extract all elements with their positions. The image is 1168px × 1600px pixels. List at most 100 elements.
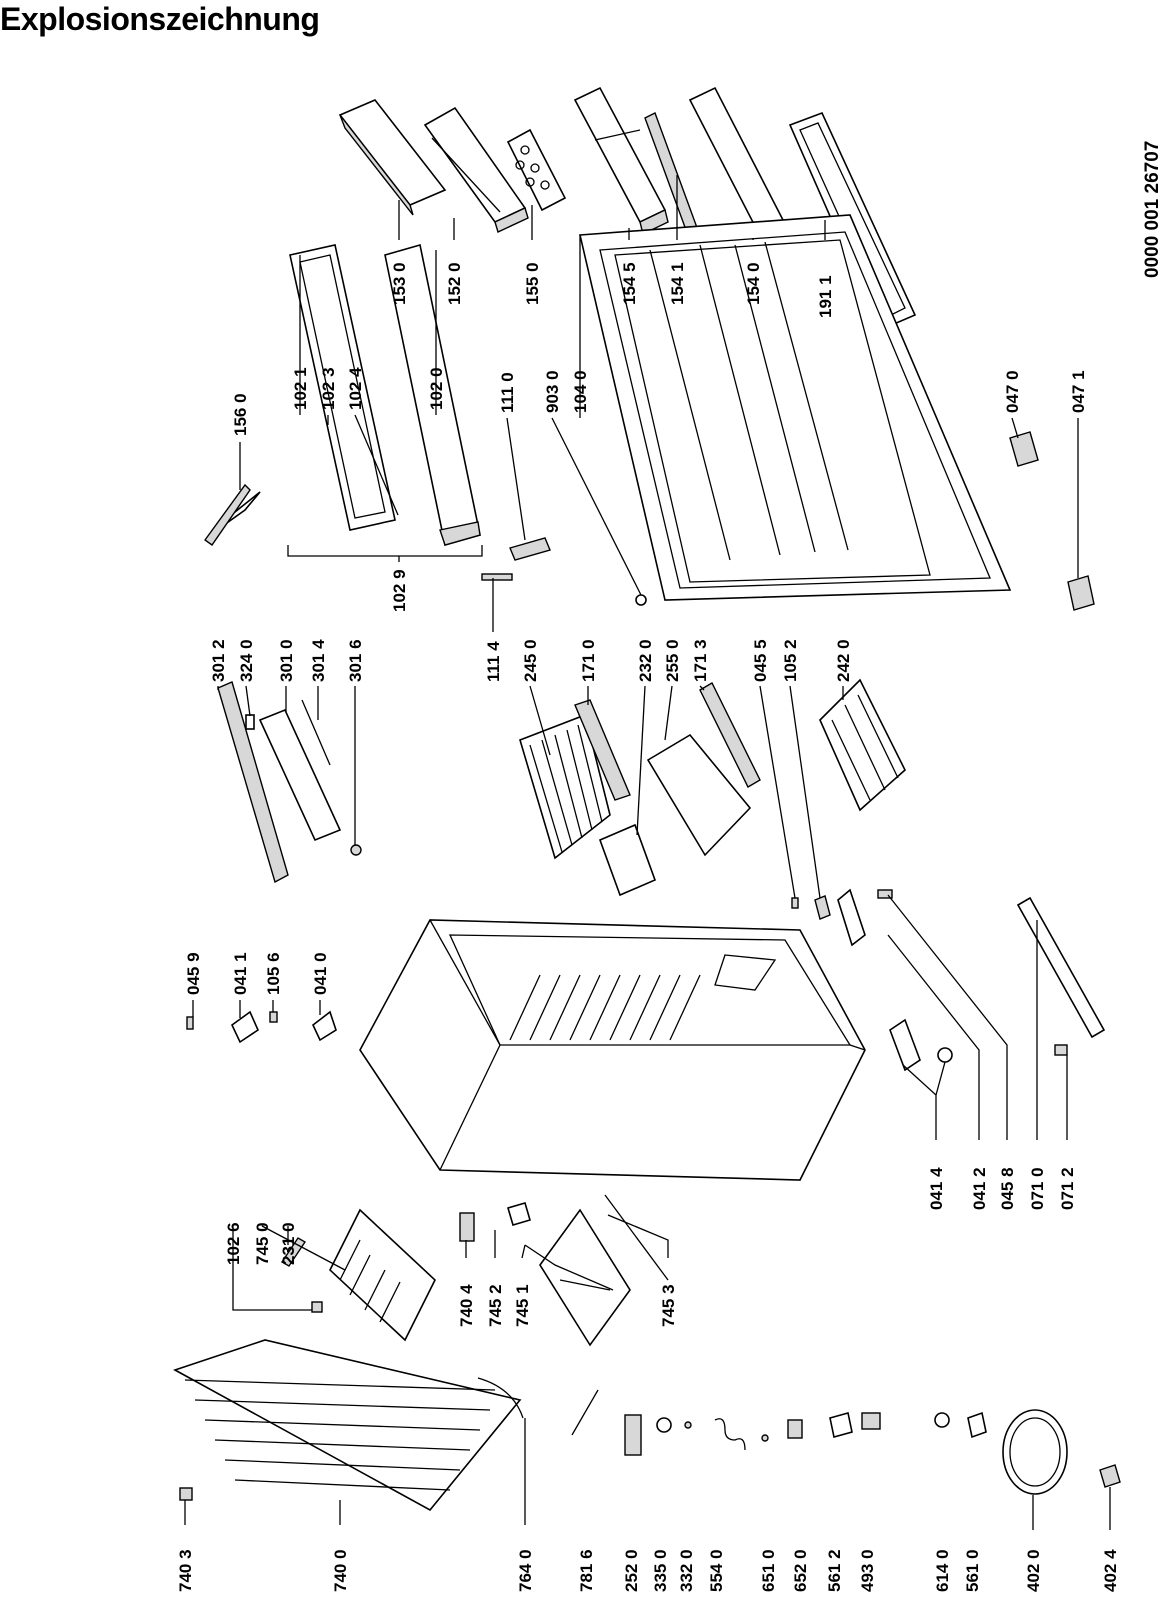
hinge-cover-047 <box>1009 431 1039 467</box>
egg-tray-155 <box>506 128 567 212</box>
part-561 <box>967 1411 987 1439</box>
label-047-1: 047 1 <box>1069 370 1088 413</box>
label-071-0: 071 0 <box>1028 1167 1047 1210</box>
cable-781-6 <box>571 1389 599 1436</box>
label-242-0: 242 0 <box>834 639 853 682</box>
label-155-0: 155 0 <box>523 262 542 305</box>
screw-903 <box>635 594 647 606</box>
label-554-0: 554 0 <box>707 1549 726 1592</box>
part-105-6 <box>269 1011 278 1023</box>
part-651 <box>761 1434 769 1442</box>
part-332 <box>684 1421 692 1429</box>
part-402-4 <box>1099 1464 1121 1488</box>
label-071-2: 071 2 <box>1058 1167 1077 1210</box>
label-651-0: 651 0 <box>759 1549 778 1592</box>
label-740-0: 740 0 <box>331 1549 350 1592</box>
crisper-232 <box>598 823 657 897</box>
label-154-0: 154 0 <box>744 262 763 305</box>
label-745-0: 745 0 <box>253 1222 272 1265</box>
label-324-0: 324 0 <box>237 639 256 682</box>
label-745-2: 745 2 <box>486 1284 505 1327</box>
clip-102-6 <box>311 1301 323 1313</box>
part-493 <box>861 1412 881 1430</box>
freezer-flap-102-1 <box>289 244 396 531</box>
door-shelf-152 <box>423 106 529 233</box>
door-shelf-153 <box>338 99 447 216</box>
part-745-2 <box>507 1202 531 1226</box>
label-232-0: 232 0 <box>636 639 655 682</box>
label-402-0: 402 0 <box>1024 1549 1043 1592</box>
label-171-3: 171 3 <box>691 639 710 682</box>
label-153-0: 153 0 <box>390 262 409 305</box>
label-614-0: 614 0 <box>933 1549 952 1592</box>
part-614 <box>934 1412 950 1428</box>
label-102-1: 102 1 <box>291 367 310 410</box>
rail-301-2 <box>217 681 289 884</box>
door-shelf-154-5 <box>573 86 669 236</box>
hinge-041-2 <box>837 888 866 947</box>
label-154-5: 154 5 <box>620 262 639 305</box>
label-045-8: 045 8 <box>998 1167 1017 1210</box>
label-301-2: 301 2 <box>209 639 228 682</box>
hinge-cover-047-1 <box>1067 575 1095 611</box>
label-332-0: 332 0 <box>677 1549 696 1592</box>
label-255-0: 255 0 <box>663 639 682 682</box>
evaporator-745 <box>329 1208 436 1342</box>
label-102-3: 102 3 <box>319 367 338 410</box>
part-labels: 153 0 152 0 155 0 154 5 154 1 154 0 191 … <box>176 141 1163 1592</box>
page-title: Explosionszeichnung <box>0 1 320 37</box>
label-047-0: 047 0 <box>1003 370 1022 413</box>
label-652-0: 652 0 <box>791 1549 810 1592</box>
label-745-3: 745 3 <box>659 1284 678 1327</box>
label-041-2: 041 2 <box>970 1167 989 1210</box>
label-041-0: 041 0 <box>311 952 330 995</box>
label-781-6: 781 6 <box>577 1549 596 1592</box>
label-740-4: 740 4 <box>457 1284 476 1327</box>
label-045-5: 045 5 <box>751 639 770 682</box>
clip-740-3 <box>179 1487 193 1501</box>
label-191-1: 191 1 <box>816 275 835 318</box>
label-105-6: 105 6 <box>264 952 283 995</box>
knob-301-6 <box>350 844 362 856</box>
label-102-6: 102 6 <box>224 1222 243 1265</box>
rod-111-4 <box>481 573 513 581</box>
label-561-0: 561 0 <box>963 1549 982 1592</box>
screw-045-9 <box>186 1016 194 1030</box>
label-152-0: 152 0 <box>445 262 464 305</box>
hinge-041-4 <box>889 1018 953 1072</box>
label-231-0: 231 0 <box>279 1222 298 1265</box>
label-301-4: 301 4 <box>309 639 328 682</box>
label-154-1: 154 1 <box>668 262 687 305</box>
label-301-6: 301 6 <box>346 639 365 682</box>
document-number: 0000 001 26707 <box>1142 141 1163 278</box>
label-111-0: 111 0 <box>498 372 517 413</box>
label-102-9: 102 9 <box>390 569 409 612</box>
rail-301 <box>258 708 342 842</box>
label-561-2: 561 2 <box>825 1549 844 1592</box>
freezer-basket-242 <box>819 678 906 812</box>
label-245-0: 245 0 <box>521 639 540 682</box>
leader-lines <box>184 175 1111 1530</box>
part-231 <box>281 1237 306 1267</box>
label-764-0: 764 0 <box>516 1549 535 1592</box>
label-156-0: 156 0 <box>231 393 250 436</box>
label-102-4: 102 4 <box>346 367 365 410</box>
clip-071-2 <box>1054 1044 1068 1056</box>
label-745-1: 745 1 <box>513 1284 532 1327</box>
label-111-4: 111 4 <box>484 641 503 682</box>
strip-745-3 <box>604 1194 669 1281</box>
kick-plate-071 <box>1016 896 1106 1039</box>
part-324 <box>245 714 255 730</box>
label-402-4: 402 4 <box>1101 1549 1120 1592</box>
part-105-2 <box>814 895 831 920</box>
label-102-0: 102 0 <box>427 367 446 410</box>
label-105-2: 105 2 <box>781 639 800 682</box>
label-252-0: 252 0 <box>622 1549 641 1592</box>
wire-shelf-245 <box>519 713 611 860</box>
coil-554 <box>714 1418 746 1451</box>
shelf-trim-171-3 <box>699 682 761 788</box>
shelf-trim-171 <box>574 699 631 801</box>
label-903-0: 903 0 <box>543 370 562 413</box>
strip-301-4 <box>301 699 331 766</box>
